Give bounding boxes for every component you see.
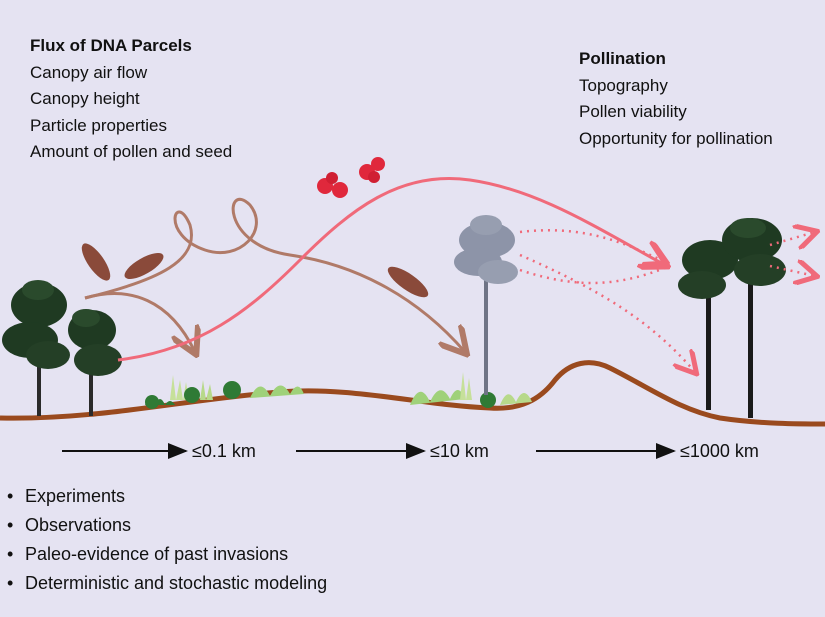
grass-patch-left (145, 375, 304, 409)
flux-item: Particle properties (30, 115, 168, 135)
method-item: Deterministic and stochastic modeling (7, 569, 327, 598)
pine-tree-icon (68, 309, 122, 416)
pollen-icon (317, 172, 348, 198)
method-item: Paleo-evidence of past invasions (7, 540, 327, 569)
pine-tree-icon (678, 240, 738, 410)
grass-patch-middle (410, 372, 532, 408)
pollination-factors-list: Pollination Topography Pollen viability … (579, 46, 773, 152)
seed-icon (124, 253, 164, 279)
distance-label-short: ≤0.1 km (192, 441, 256, 461)
flux-item: Canopy height (30, 89, 140, 108)
methods-list: Experiments Observations Paleo-evidence … (7, 482, 327, 598)
method-item: Observations (7, 511, 327, 540)
pollination-item: Topography (579, 75, 668, 95)
flux-heading: Flux of DNA Parcels (30, 36, 192, 55)
pollen-path-dotted-1 (519, 229, 665, 262)
seed-path-loop (84, 197, 465, 352)
distance-label-long: ≤1000 km (680, 441, 759, 461)
seed-icon (387, 266, 429, 298)
pollen-path-dotted-3 (519, 253, 695, 372)
pollination-heading: Pollination (579, 49, 666, 68)
distance-label-medium: ≤10 km (430, 441, 489, 461)
pollination-item: Pollen viability (579, 102, 687, 121)
flux-item: Amount of pollen and seed (30, 142, 233, 161)
pollen-path-long (117, 177, 665, 362)
pollen-icon (359, 157, 385, 183)
method-item: Experiments (7, 482, 327, 511)
pollen-path-dotted-4 (769, 232, 815, 245)
flux-item: Canopy air flow (30, 62, 148, 82)
pine-tree-icon (454, 215, 518, 395)
ground-line (0, 360, 825, 427)
seed-icon (81, 243, 111, 281)
pine-tree-icon (2, 280, 70, 416)
pine-tree-icon (722, 218, 786, 418)
pollen-path-dotted-2 (519, 266, 666, 285)
flux-factors-list: Flux of DNA Parcels Canopy air flow Cano… (30, 33, 232, 166)
pollen-path-dotted-5 (769, 266, 815, 276)
pollination-item: Opportunity for pollination (579, 128, 773, 148)
